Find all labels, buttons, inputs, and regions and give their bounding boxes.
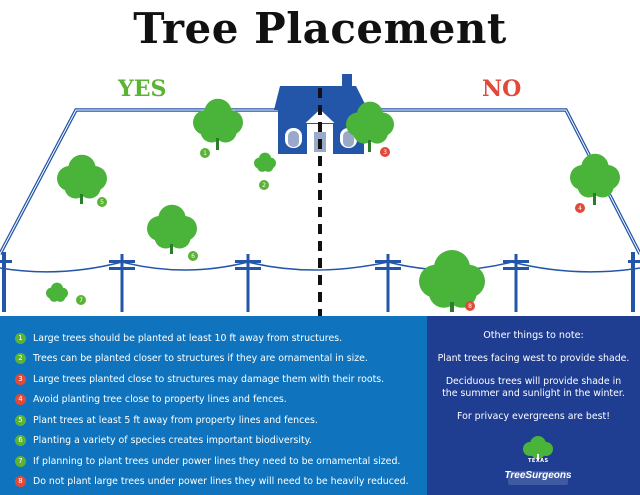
tree-5 <box>57 154 107 199</box>
logo-name: TreeSurgeons <box>504 470 572 481</box>
rule-number-badge: 6 <box>15 435 26 447</box>
power-pole <box>109 254 135 312</box>
rule-number-badge: 5 <box>15 414 26 426</box>
rule-number-badge: 4 <box>15 394 26 406</box>
rule-text: Trees can be planted closer to structure… <box>33 353 368 365</box>
notes-panel: Other things to note: Plant trees facing… <box>427 316 640 495</box>
svg-text:5: 5 <box>100 199 104 206</box>
tree-6 <box>147 204 197 249</box>
svg-text:4: 4 <box>578 205 582 212</box>
rules-panel: 1 Large trees should be planted at least … <box>0 316 427 495</box>
rule-item: 8 Do not plant large trees under power li… <box>0 472 427 493</box>
marker-2: 2 <box>259 180 269 190</box>
note-item: Deciduous trees will provide shade in th… <box>442 375 625 400</box>
power-pole <box>375 254 401 312</box>
yes-label: YES <box>118 76 167 102</box>
rule-number-badge: 1 <box>15 332 26 344</box>
svg-text:1: 1 <box>203 150 207 157</box>
tree-7 <box>46 282 68 302</box>
no-label: NO <box>482 76 522 102</box>
fence-post-cap-left <box>0 260 12 263</box>
svg-text:8: 8 <box>468 303 472 310</box>
tree-surgeons-logo <box>508 436 568 485</box>
marker-5: 5 <box>97 197 107 207</box>
rule-number-badge: 7 <box>15 455 26 467</box>
tree-2 <box>254 152 276 172</box>
tree-1 <box>193 98 243 143</box>
rule-item: 1 Large trees should be planted at least … <box>0 328 427 349</box>
notes-heading: Other things to note: <box>483 330 584 341</box>
fence-post-right <box>631 252 635 312</box>
marker-4: 4 <box>575 203 585 213</box>
rule-text: Large trees planted close to structures … <box>33 373 385 385</box>
rule-item: 6 Planting a variety of species creates i… <box>0 431 427 452</box>
logo-small-text: TEXAS <box>528 458 549 464</box>
rule-item: 2 Trees can be planted closer to structur… <box>0 349 427 370</box>
marker-1: 1 <box>200 148 210 158</box>
tree-8 <box>419 249 485 308</box>
yard-illustration: 1 2 3 4 5 6 7 8 <box>0 74 640 316</box>
rule-text: Large trees should be planted at least 1… <box>33 332 343 344</box>
rule-number-badge: 8 <box>15 476 26 488</box>
rule-item: 3 Large trees planted close to structures… <box>0 369 427 390</box>
svg-text:7: 7 <box>79 297 83 304</box>
rule-item: 5 Plant trees at least 5 ft away from pro… <box>0 410 427 431</box>
note-item: For privacy evergreens are best! <box>457 410 610 422</box>
svg-text:3: 3 <box>383 149 387 156</box>
marker-3: 3 <box>380 147 390 157</box>
power-line <box>0 261 640 273</box>
power-pole <box>235 254 261 312</box>
tree-4 <box>570 153 620 198</box>
rule-number-badge: 3 <box>15 373 26 385</box>
info-panels: 1 Large trees should be planted at least … <box>0 316 640 495</box>
fence-post-cap-right <box>628 260 640 263</box>
marker-7: 7 <box>76 295 86 305</box>
svg-text:6: 6 <box>191 253 195 260</box>
marker-8: 8 <box>465 301 475 311</box>
page-title: Tree Placement <box>133 4 507 53</box>
rule-text: Plant trees at least 5 ft away from prop… <box>33 414 318 426</box>
rule-item: 4 Avoid planting tree close to property l… <box>0 390 427 411</box>
rule-text: If planning to plant trees under power l… <box>33 455 401 467</box>
rule-text: Avoid planting tree close to property li… <box>33 394 287 406</box>
rule-item: 7 If planning to plant trees under power … <box>0 451 427 472</box>
marker-6: 6 <box>188 251 198 261</box>
fence-post-left <box>2 252 6 312</box>
power-pole <box>503 254 529 312</box>
note-item: Plant trees facing west to provide shade… <box>437 353 630 364</box>
rule-number-badge: 2 <box>15 353 26 365</box>
svg-text:2: 2 <box>262 182 266 189</box>
rule-text: Do not plant large trees under power lin… <box>33 476 409 488</box>
rule-text: Planting a variety of species creates im… <box>33 435 312 447</box>
